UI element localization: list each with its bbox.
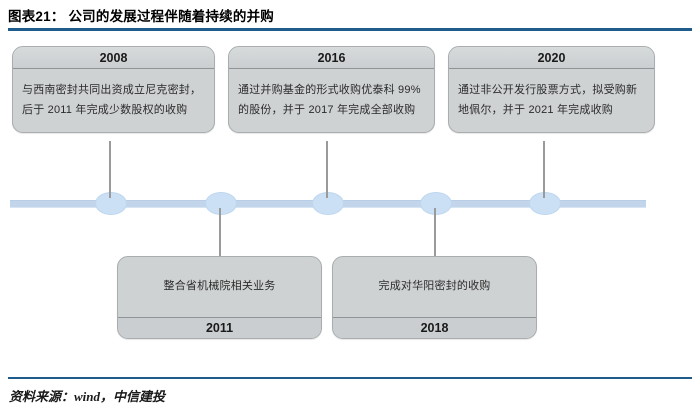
timeline-marker-2008 [95,192,127,215]
event-text-2008: 与西南密封共同出资成立尼克密封，后于 2011 年完成少数股权的收购 [22,84,202,116]
event-box-2016[interactable]: 2016 通过并购基金的形式收购优泰科 99%的股份，并于 2017 年完成全部… [228,46,435,133]
event-year-2020: 2020 [449,47,654,69]
connector-2018 [434,208,436,257]
event-box-2011[interactable]: 整合省机械院相关业务 2011 [117,256,322,339]
event-year-2016: 2016 [229,47,434,69]
timeline-marker-2011 [205,192,237,215]
connector-2008 [109,141,111,198]
event-year-2018: 2018 [333,317,536,338]
event-year-2011: 2011 [118,317,321,338]
timeline-marker-2020 [529,192,561,215]
event-text-2011: 整合省机械院相关业务 [163,280,276,293]
event-year-2008: 2008 [13,47,214,69]
timeline-marker-2016 [312,192,344,215]
page-title: 图表21： 公司的发展过程伴随着持续的并购 [8,9,274,24]
timeline-marker-2018 [420,192,452,215]
connector-2016 [326,141,328,198]
connector-2020 [543,141,545,198]
event-box-2008[interactable]: 2008 与西南密封共同出资成立尼克密封，后于 2011 年完成少数股权的收购 [12,46,215,133]
source-divider [8,377,692,379]
title-divider [8,28,692,31]
connector-2011 [219,208,221,257]
event-text-2016: 通过并购基金的形式收购优泰科 99%的股份，并于 2017 年完成全部收购 [238,84,421,116]
event-box-2018[interactable]: 完成对华阳密封的收购 2018 [332,256,537,339]
event-text-2018: 完成对华阳密封的收购 [378,280,491,293]
source-note: 资料来源：wind，中信建投 [9,389,166,404]
event-box-2020[interactable]: 2020 通过非公开发行股票方式，拟受购新地佩尔，并于 2021 年完成收购 [448,46,655,133]
event-text-2020: 通过非公开发行股票方式，拟受购新地佩尔，并于 2021 年完成收购 [458,84,638,116]
